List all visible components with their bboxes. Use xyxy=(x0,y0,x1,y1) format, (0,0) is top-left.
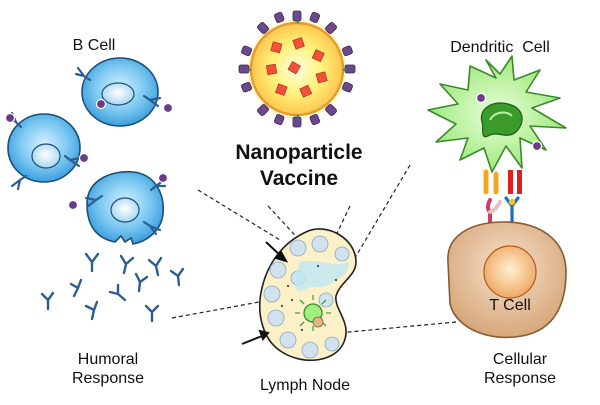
vaccine-label: Nanoparticle Vaccine xyxy=(222,140,376,192)
mhc-tcr-complex xyxy=(483,169,522,226)
connector-bcell-to-node xyxy=(197,189,281,241)
t-cell-nucleus xyxy=(483,245,537,299)
lymph-node xyxy=(241,228,357,361)
nanoparticle xyxy=(238,10,356,128)
dc-nucleus xyxy=(480,102,523,138)
b-cell-left xyxy=(7,113,81,183)
connector-dc-to-node xyxy=(329,164,411,301)
b-cell-label: B Cell xyxy=(72,37,116,54)
b-cell-bottom xyxy=(86,170,165,245)
surface-linkers xyxy=(246,18,348,120)
cellular-label-line2: Response xyxy=(483,370,557,387)
surface-antigens xyxy=(238,10,356,128)
lymph-medulla xyxy=(295,261,349,292)
b-cell-group xyxy=(4,57,185,323)
connector-humoral-to-node xyxy=(171,299,271,319)
humoral-label-line1: Humoral xyxy=(77,351,139,368)
nanoparticle-cargo xyxy=(265,37,328,98)
humoral-label-line2: Response xyxy=(71,370,145,387)
cellular-response-label: Cellular Response xyxy=(470,350,570,388)
humoral-response-label: Humoral Response xyxy=(58,350,158,388)
dendritic-cell xyxy=(427,55,567,173)
vaccine-label-line1: Nanoparticle xyxy=(235,141,363,164)
connector-tcell-to-node xyxy=(337,321,457,334)
b-cell-top xyxy=(81,57,159,127)
free-antibodies xyxy=(40,252,185,323)
cellular-label-line1: Cellular xyxy=(492,351,548,368)
t-cell-label: T Cell xyxy=(489,297,531,314)
dendritic-cell-label: Dendritic Cell xyxy=(450,39,550,56)
lymph-follicles xyxy=(263,235,350,359)
lymph-arrows xyxy=(241,241,289,345)
dc-antigens xyxy=(475,92,543,152)
bcell-antigens xyxy=(4,98,174,211)
lymph-node-label: Lymph Node xyxy=(259,377,351,394)
lymph-dots xyxy=(281,265,337,331)
t-cell xyxy=(447,221,567,339)
vaccine-label-line2: Vaccine xyxy=(259,167,339,190)
